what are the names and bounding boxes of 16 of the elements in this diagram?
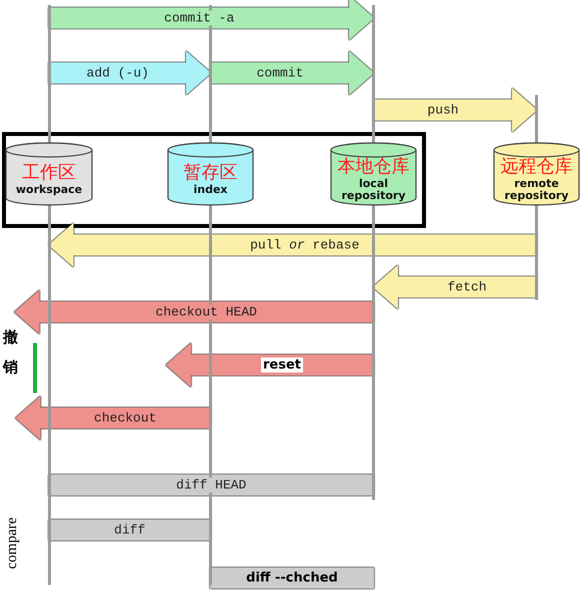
edge-label: commit -a [162, 10, 236, 26]
area-label: workspace [14, 184, 84, 196]
side-label: 撤销 [3, 327, 18, 378]
side-label: compare [4, 517, 21, 569]
area-name: 暂存区 [184, 162, 238, 184]
area-label: remote repository [503, 178, 570, 202]
area-name: 工作区 [22, 162, 76, 184]
area-name: 本地仓库 [338, 156, 410, 178]
area-name: 远程仓库 [500, 156, 572, 178]
area-label: index [192, 184, 229, 196]
edge-label: pull or rebase [248, 238, 362, 252]
edge-label: reset [261, 358, 303, 372]
edge-label: checkout HEAD [154, 304, 259, 320]
edge-label: diff HEAD [174, 478, 248, 492]
arrow [48, 0, 374, 40]
area-label: local repository [340, 178, 407, 202]
